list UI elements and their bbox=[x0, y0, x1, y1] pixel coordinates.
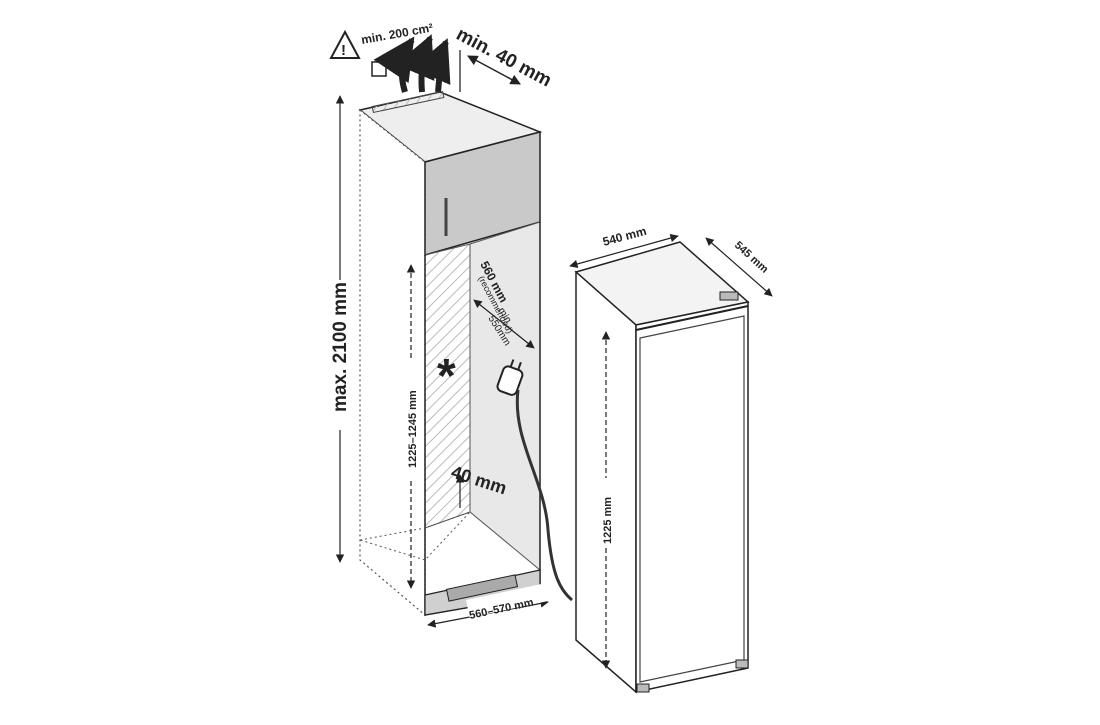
foot-icon bbox=[735, 659, 749, 669]
max-height-dimension bbox=[322, 95, 356, 563]
refrigerator-front bbox=[635, 301, 749, 693]
ventilation-area-label: min. 200 cm² bbox=[360, 21, 434, 47]
appliance-height-dimension bbox=[595, 331, 617, 669]
appliance-depth-label: 545 mm bbox=[732, 239, 771, 275]
ventilation-symbols: ! bbox=[329, 29, 521, 93]
warning-icon bbox=[329, 29, 361, 59]
hinge-icon bbox=[719, 291, 739, 301]
foot-icon bbox=[636, 683, 650, 693]
asterisk-mark: * bbox=[437, 350, 456, 403]
plug-icon bbox=[496, 359, 524, 396]
niche-height-label: 1225–1245 mm bbox=[407, 390, 419, 468]
bottom-vent-grille bbox=[445, 574, 519, 602]
gap-arrow bbox=[467, 55, 521, 85]
airflow-arrow-icon bbox=[373, 36, 415, 93]
power-cord bbox=[496, 359, 573, 602]
appliance-height-label: 1225 mm bbox=[602, 497, 614, 544]
niche-interior bbox=[469, 221, 541, 572]
cabinet bbox=[358, 90, 543, 617]
top-vent-grille bbox=[371, 90, 445, 114]
airflow-arrow-icon bbox=[411, 38, 451, 93]
niche-height-dimension bbox=[400, 264, 422, 589]
outlet-icon bbox=[371, 61, 387, 77]
ventilation-gap-label: min. 40 mm bbox=[453, 24, 555, 92]
airflow-arrow-icon bbox=[395, 34, 435, 93]
appliance-depth-arrow bbox=[705, 237, 773, 297]
appliance-width-label: 540 mm bbox=[601, 224, 648, 249]
min-depth-arrow bbox=[473, 299, 535, 349]
appliance-width-arrow bbox=[569, 233, 679, 269]
warning-symbol: ! bbox=[341, 42, 346, 59]
max-height-label: max. 2100 mm bbox=[330, 282, 351, 412]
refrigerator bbox=[574, 241, 750, 694]
hinge-bar bbox=[635, 305, 749, 331]
